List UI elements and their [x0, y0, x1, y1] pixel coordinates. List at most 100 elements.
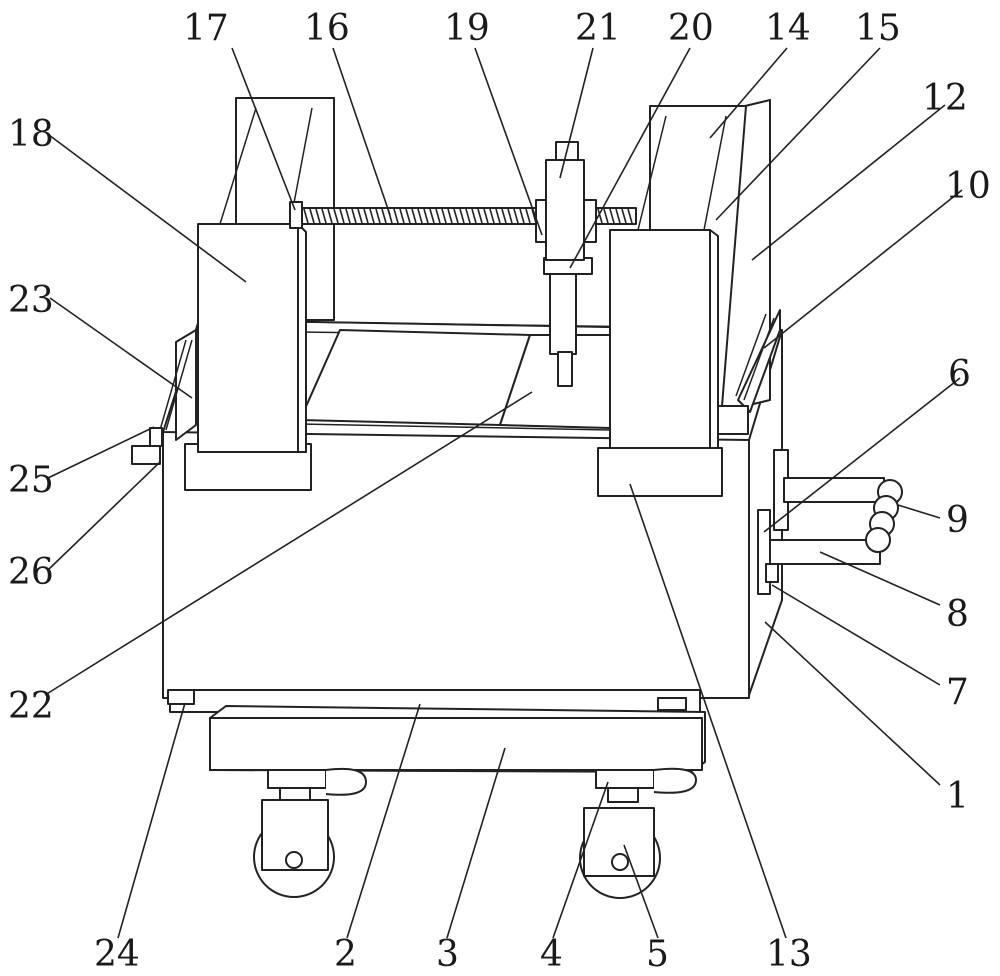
screw-thread — [477, 208, 483, 224]
leader-6 — [763, 377, 961, 533]
leader-3 — [446, 747, 506, 939]
label-16: 16 — [304, 8, 350, 49]
screw-thread — [519, 208, 525, 224]
label-2: 2 — [334, 934, 357, 975]
left-clamp-block — [131, 427, 163, 465]
label-7: 7 — [946, 672, 969, 713]
screw-thread — [411, 208, 417, 224]
leader-16 — [332, 47, 391, 216]
screw-thread — [609, 208, 615, 224]
screw-thread — [615, 208, 621, 224]
screw-thread — [489, 208, 495, 224]
screw-thread — [471, 208, 477, 224]
handle-bend — [865, 479, 903, 553]
label-10: 10 — [945, 166, 991, 207]
label-17: 17 — [183, 8, 229, 49]
leader-15 — [715, 47, 881, 221]
screw-thread — [603, 208, 609, 224]
column-base-block — [597, 447, 723, 497]
label-21: 21 — [575, 8, 621, 49]
leader-12 — [751, 104, 946, 261]
leader-13 — [629, 483, 787, 939]
screw-thread — [327, 208, 333, 224]
screw-thread — [447, 208, 453, 224]
leader-19 — [474, 47, 543, 236]
handle-bar — [769, 477, 885, 565]
wheel-left — [253, 767, 367, 898]
leader-9 — [897, 504, 941, 519]
right-guide-strip — [717, 309, 781, 435]
screw-thread — [363, 208, 369, 224]
label-23: 23 — [8, 280, 54, 321]
leader-18 — [44, 131, 247, 283]
screw-thread — [525, 208, 531, 224]
screw-thread — [315, 208, 321, 224]
label-20: 20 — [668, 8, 714, 49]
leader-lines — [44, 47, 963, 939]
leader-20 — [569, 47, 691, 269]
label-1: 1 — [946, 776, 969, 817]
screw-thread — [417, 208, 423, 224]
left-guide-strip — [159, 329, 197, 441]
label-13: 13 — [766, 934, 812, 975]
screw-thread — [339, 208, 345, 224]
screw-thread — [405, 208, 411, 224]
label-22: 22 — [8, 686, 54, 727]
screw-thread — [381, 208, 387, 224]
screw-thread — [375, 208, 381, 224]
leader-7 — [771, 584, 941, 686]
screw-thread — [321, 208, 327, 224]
screw-thread — [483, 208, 489, 224]
screw-thread — [459, 208, 465, 224]
label-6: 6 — [948, 354, 971, 395]
label-26: 26 — [8, 552, 54, 593]
wheel — [579, 807, 661, 899]
mount-bolt — [765, 563, 779, 583]
label-12: 12 — [922, 78, 968, 119]
label-18: 18 — [8, 114, 54, 155]
label-24: 24 — [94, 934, 140, 975]
screw-thread — [507, 208, 513, 224]
label-19: 19 — [444, 8, 490, 49]
leader-1 — [764, 621, 941, 786]
screw-thread — [501, 208, 507, 224]
left-upright-column — [197, 223, 307, 453]
leader-21 — [559, 47, 594, 179]
leader-4 — [552, 781, 609, 939]
leader-17 — [231, 47, 296, 211]
screw-thread — [441, 208, 447, 224]
label-3: 3 — [436, 934, 459, 975]
part-labels: 17 16 19 21 20 14 15 12 10 18 23 6 9 25 … — [8, 8, 991, 975]
screw-thread — [303, 208, 309, 224]
screw-thread — [435, 208, 441, 224]
leader-23 — [49, 297, 193, 399]
leader-5 — [623, 844, 659, 939]
screw-thread — [465, 208, 471, 224]
screw-thread — [369, 208, 375, 224]
leader-25 — [47, 426, 155, 479]
label-14: 14 — [765, 8, 811, 49]
leader-8 — [819, 551, 941, 606]
label-9: 9 — [946, 500, 969, 541]
screw-thread — [345, 208, 351, 224]
base-beam — [209, 705, 706, 773]
screw-thread — [399, 208, 405, 224]
support-foot — [167, 689, 687, 711]
screw-thread — [621, 208, 627, 224]
screw-thread — [597, 208, 603, 224]
screw-thread — [333, 208, 339, 224]
leader-14 — [709, 47, 788, 139]
label-25: 25 — [8, 460, 54, 501]
screw-thread — [513, 208, 519, 224]
screw-thread — [393, 208, 399, 224]
screw-thread — [309, 208, 315, 224]
leader-26 — [47, 461, 161, 571]
screw-thread — [453, 208, 459, 224]
label-15: 15 — [855, 8, 901, 49]
label-4: 4 — [540, 934, 563, 975]
leader-22 — [44, 391, 533, 696]
screw-thread — [423, 208, 429, 224]
screw-thread — [429, 208, 435, 224]
right-upright-column — [609, 229, 719, 457]
